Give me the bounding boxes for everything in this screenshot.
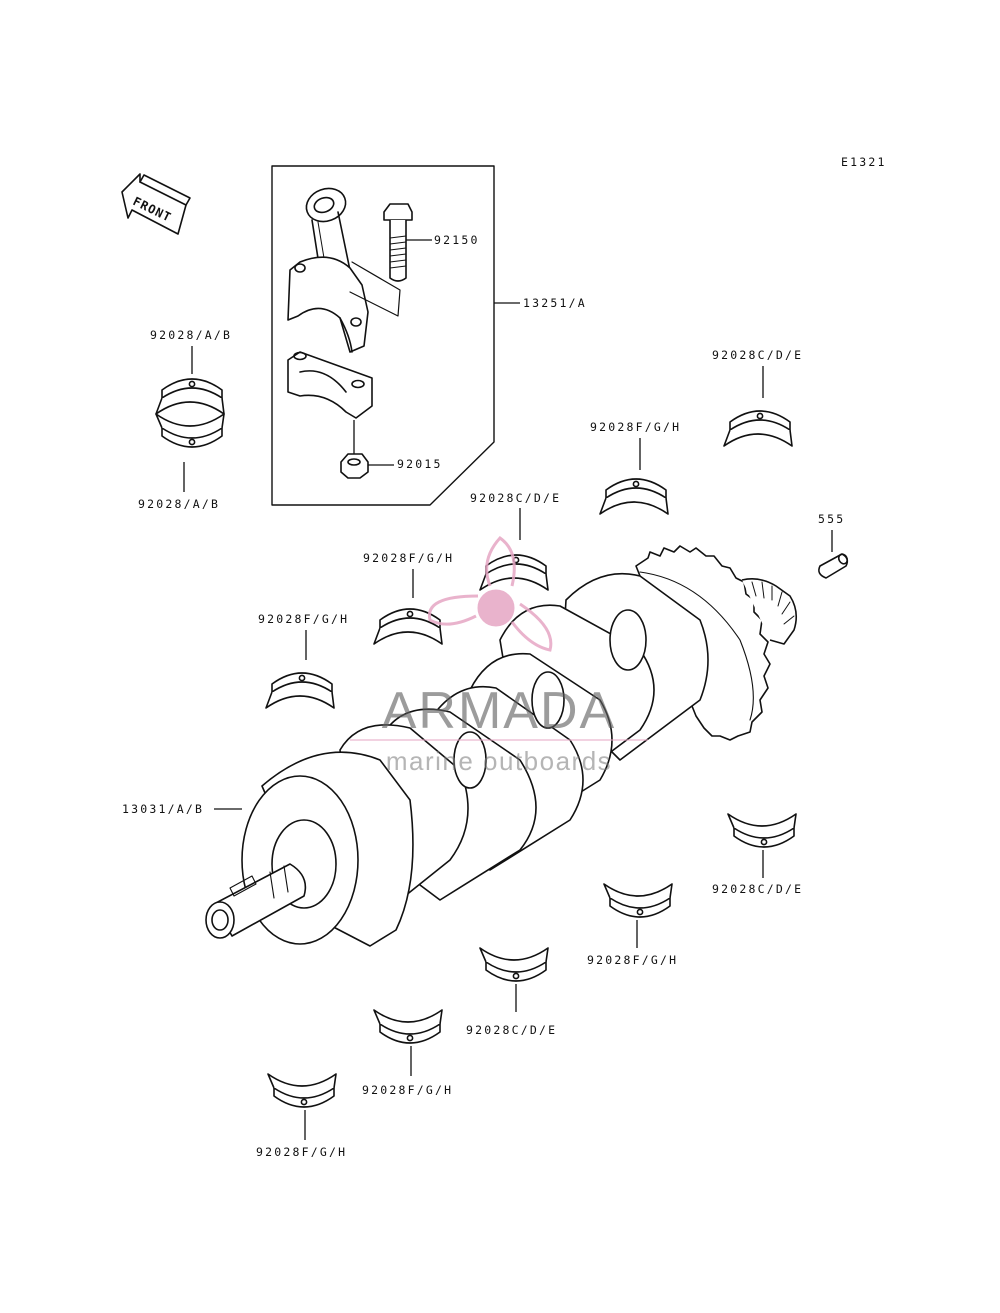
main-bearing-fgh-4 xyxy=(603,883,673,918)
label-92015: 92015 xyxy=(397,457,443,471)
label-92028f-g-h-3: 92028F/G/H xyxy=(258,612,349,626)
label-92028c-d-e-1: 92028C/D/E xyxy=(712,348,803,362)
watermark-title: ARMADA xyxy=(382,682,616,740)
label-555: 555 xyxy=(818,512,845,526)
main-bearing-fgh-1 xyxy=(599,478,669,515)
label-92028c-d-e-4: 92028C/D/E xyxy=(466,1023,557,1037)
main-bearing-fgh-2 xyxy=(373,608,443,645)
crankshaft xyxy=(205,545,798,947)
label-13251-a: 13251/A xyxy=(523,296,587,310)
label-92028f-g-h-2: 92028F/G/H xyxy=(363,551,454,565)
label-92150: 92150 xyxy=(434,233,480,247)
dowel-pin-555 xyxy=(818,553,849,579)
label-92028f-g-h-6: 92028F/G/H xyxy=(256,1145,347,1159)
label-92028c-d-e-2: 92028C/D/E xyxy=(470,491,561,505)
con-rod-assembly-box xyxy=(271,165,520,506)
label-92028f-g-h-1: 92028F/G/H xyxy=(590,420,681,434)
diagram-code: E1321 xyxy=(841,155,887,169)
label-92028f-g-h-5: 92028F/G/H xyxy=(362,1083,453,1097)
propeller-logo-icon xyxy=(427,536,553,652)
watermark-subtitle: marine outboards xyxy=(386,746,612,776)
front-arrow-icon: FRONT xyxy=(121,173,191,235)
connecting-rod xyxy=(287,187,369,353)
main-bearing-fgh-6 xyxy=(267,1073,337,1108)
rod-bearing-upper xyxy=(155,378,225,415)
main-bearing-fgh-3 xyxy=(265,672,335,709)
armada-watermark: ARMADA marine outboards xyxy=(350,536,648,776)
main-bearing-cde-4 xyxy=(479,947,549,982)
main-bearing-cde-1 xyxy=(723,410,793,447)
label-92028-a-b-bottom: 92028/A/B xyxy=(138,497,220,511)
rod-nut-92015 xyxy=(340,420,394,479)
main-bearing-fgh-5 xyxy=(373,1009,443,1044)
main-bearing-cde-3 xyxy=(727,813,797,848)
label-92028f-g-h-4: 92028F/G/H xyxy=(587,953,678,967)
rod-bolt-92150 xyxy=(349,203,432,317)
label-92028-a-b-top: 92028/A/B xyxy=(150,328,232,342)
rod-bearing-lower xyxy=(155,413,225,448)
rod-cap xyxy=(287,351,373,419)
label-13031-a-b: 13031/A/B xyxy=(122,802,204,816)
label-92028c-d-e-3: 92028C/D/E xyxy=(712,882,803,896)
